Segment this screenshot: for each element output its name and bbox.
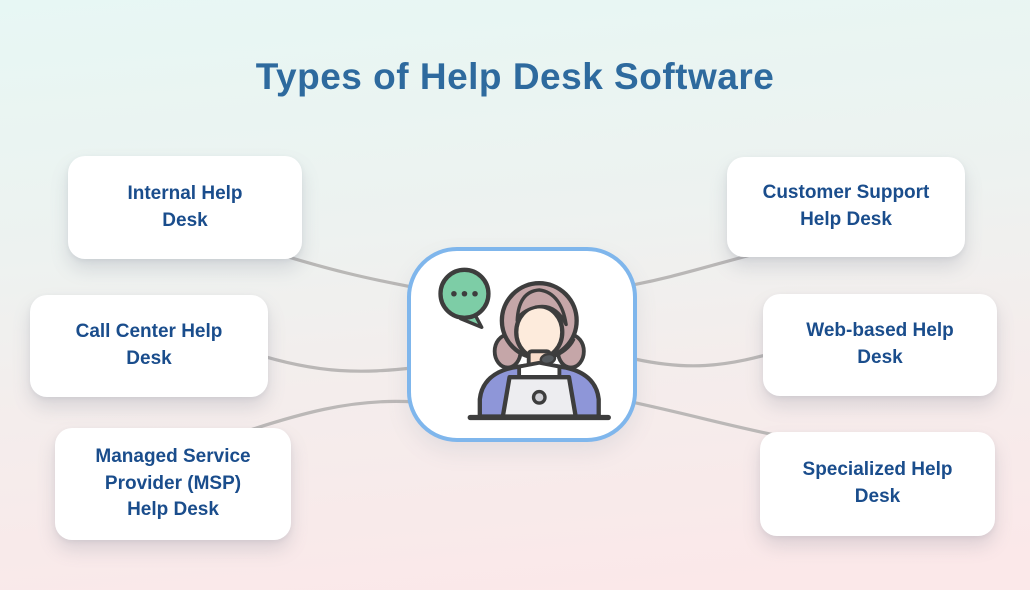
node-label: Call Center Help Desk — [75, 321, 223, 369]
node-label: Managed Service Provider (MSP) Help Desk — [95, 445, 251, 521]
node-label: Web-based Help Desk — [806, 320, 954, 368]
node-customer-support-help-desk: Customer Support Help Desk — [727, 157, 965, 257]
node-label: Customer Support Help Desk — [762, 182, 930, 230]
node-msp-help-desk: Managed Service Provider (MSP) Help Desk — [55, 428, 291, 540]
connector-customer-support — [620, 250, 764, 289]
node-call-center-help-desk: Call Center Help Desk — [30, 295, 268, 397]
headset-mic-icon — [539, 338, 576, 366]
connector-internal-help-desk — [270, 250, 414, 289]
node-label: Internal Help Desk — [127, 182, 243, 231]
node-internal-help-desk: Internal Help Desk — [68, 156, 302, 259]
center-card — [407, 247, 637, 442]
connector-call-center — [248, 350, 414, 373]
node-label: Specialized Help Desk — [802, 459, 953, 507]
node-web-based-help-desk: Web-based Help Desk — [763, 294, 997, 396]
node-specialized-help-desk: Specialized Help Desk — [760, 432, 995, 536]
chat-dots-speech-bubble-icon — [438, 267, 491, 330]
laptop-icon — [500, 375, 578, 419]
support-agent-illustration — [438, 267, 611, 421]
page-title: Types of Help Desk Software — [255, 56, 775, 97]
